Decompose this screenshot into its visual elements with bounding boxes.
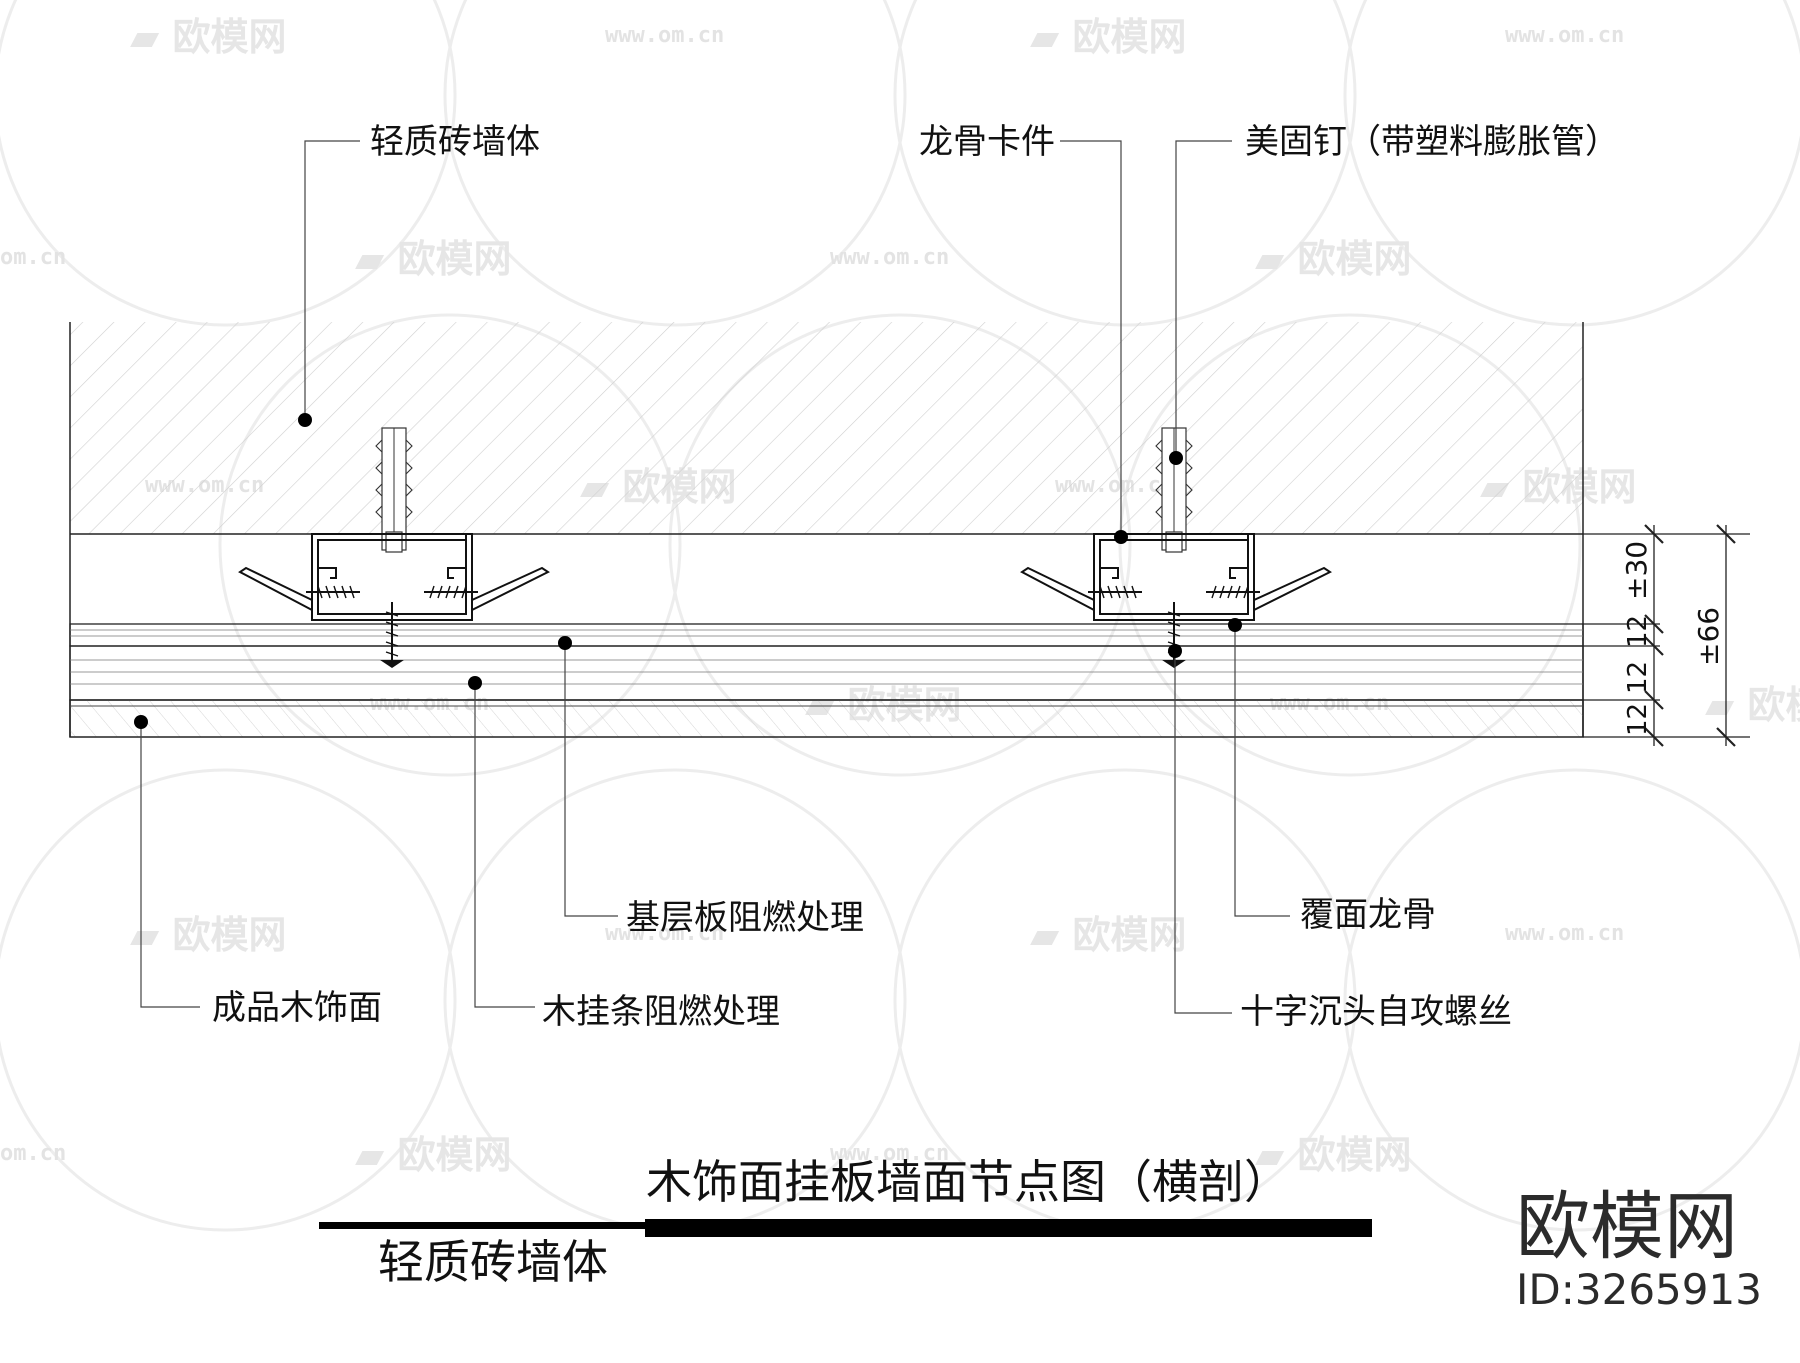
label-base-board: 基层板阻燃处理 bbox=[626, 898, 864, 938]
watermark-url-short: om.cn bbox=[0, 245, 66, 270]
watermark-brand: ▰ 欧模网 bbox=[1030, 15, 1186, 59]
base-board-layer-1 bbox=[69, 623, 1584, 647]
dim-keel-depth: ±30 bbox=[1620, 541, 1653, 600]
dim-board-2: 12 bbox=[1623, 661, 1653, 694]
drawing-subtitle: 轻质砖墙体 bbox=[378, 1235, 608, 1289]
countersunk-screw bbox=[380, 602, 404, 668]
keel-clip bbox=[238, 566, 550, 611]
watermark-url: www.om.cn bbox=[830, 245, 949, 270]
label-screw: 十字沉头自攻螺丝 bbox=[1240, 992, 1512, 1032]
brand-id: ID:3265913 bbox=[1516, 1265, 1762, 1314]
side-screw bbox=[1088, 585, 1260, 599]
label-keel-clip: 龙骨卡件 bbox=[919, 122, 1055, 162]
cover-keel bbox=[1093, 533, 1255, 621]
cover-keel bbox=[311, 533, 473, 621]
watermark-brand: ▰ 欧模网 bbox=[1255, 237, 1411, 281]
leader-lines bbox=[140, 140, 1290, 1014]
watermark-brand: ▰ 欧模网 bbox=[130, 15, 286, 59]
anchor-nail bbox=[1155, 427, 1193, 553]
watermark-brand: ▰ 欧模网 bbox=[1030, 913, 1186, 957]
dim-board-1: 12 bbox=[1623, 615, 1653, 648]
watermark-url-short: om.cn bbox=[0, 1141, 66, 1166]
watermark-brand: ▰ 欧模网 bbox=[1255, 1133, 1411, 1177]
watermark-arc bbox=[218, 313, 682, 777]
wall-section bbox=[69, 322, 1584, 738]
title-underline-thick bbox=[645, 1219, 1372, 1237]
leader-dot-screw bbox=[1168, 644, 1182, 658]
label-cover-keel: 覆面龙骨 bbox=[1300, 895, 1436, 935]
title-underline-thin bbox=[319, 1222, 645, 1229]
dim-total: ±66 bbox=[1692, 607, 1725, 666]
watermark-arc bbox=[443, 0, 907, 327]
leader-dot-base-board bbox=[558, 636, 572, 650]
watermark-arc bbox=[0, 768, 457, 1232]
watermark-brand: ▰ 欧模网 bbox=[355, 1133, 511, 1177]
side-screw bbox=[306, 585, 478, 599]
label-anchor-nail: 美固钉（带塑料膨胀管） bbox=[1245, 122, 1619, 162]
watermark-brand: ▰ 欧模网 bbox=[355, 237, 511, 281]
watermark-arc bbox=[668, 313, 1132, 777]
label-brick-wall: 轻质砖墙体 bbox=[370, 122, 540, 162]
watermark-url: www.om.cn bbox=[605, 921, 724, 946]
watermark-arc bbox=[1343, 0, 1800, 327]
dim-board-3: 12 bbox=[1623, 703, 1653, 736]
leader-dot-brick bbox=[298, 413, 312, 427]
brick-wall-hatch bbox=[70, 322, 1583, 534]
watermark-arc bbox=[1343, 768, 1800, 1232]
watermark-url: www.om.cn bbox=[1505, 23, 1624, 48]
brand-logo-text: 欧模网 bbox=[1516, 1184, 1738, 1270]
watermark-url: www.om.cn bbox=[1505, 921, 1624, 946]
leader-dot-wood-strip bbox=[468, 676, 482, 690]
watermark-brand: ▰ 欧模网 bbox=[130, 913, 286, 957]
watermark-brand: ▰ 欧模网 bbox=[1705, 683, 1800, 727]
label-finished-wood: 成品木饰面 bbox=[212, 988, 382, 1028]
watermark-layer: ▰ 欧模网 ▰ 欧模网 www.om.cn www.om.cn ▰ 欧模网 ▰ 欧模网 ww… bbox=[0, 0, 1800, 1232]
watermark-url: www.om.cn bbox=[605, 23, 724, 48]
dimension-chain bbox=[1583, 524, 1750, 747]
drawing-title: 木饰面挂板墙面节点图（横剖） bbox=[646, 1155, 1290, 1209]
leader-dot-clip bbox=[1114, 530, 1128, 544]
label-wood-strip: 木挂条阻燃处理 bbox=[542, 992, 780, 1032]
leader-dot-cover-keel bbox=[1228, 618, 1242, 632]
keel-clip bbox=[1020, 566, 1332, 611]
leader-dot-finished-wood bbox=[134, 715, 148, 729]
countersunk-screw bbox=[1162, 602, 1186, 668]
leader-dots bbox=[134, 413, 1242, 729]
keel-assembly-right bbox=[1020, 427, 1332, 668]
watermark-url: www.om.cn bbox=[830, 1141, 949, 1166]
keel-assembly-left bbox=[238, 427, 550, 668]
watermark-arc bbox=[1118, 313, 1582, 777]
anchor-nail bbox=[375, 427, 413, 553]
leader-dot-nail bbox=[1169, 451, 1183, 465]
